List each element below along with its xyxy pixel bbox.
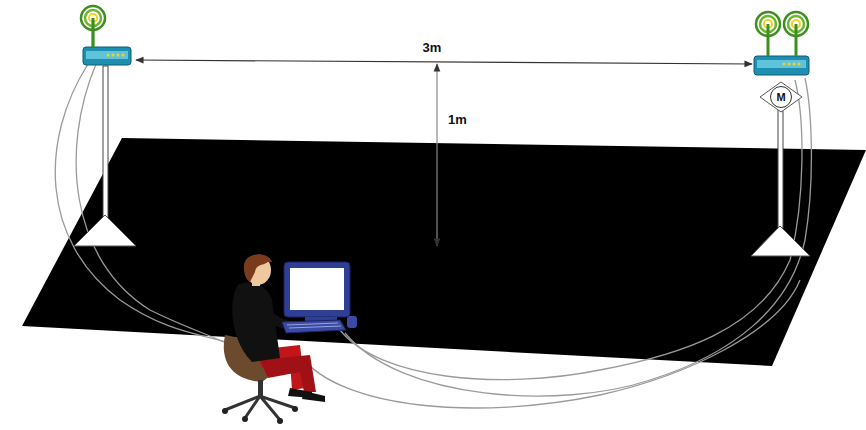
floor: [22, 138, 866, 366]
dimension-label: 1m: [446, 112, 469, 127]
left-tripod-stand: [74, 66, 136, 246]
person-at-computer: [222, 254, 357, 424]
right-tripod-stand: [751, 82, 810, 256]
right-router: [754, 12, 809, 75]
motor-letter: M: [776, 92, 785, 103]
dimension-label: 3m: [421, 40, 444, 55]
dimension-3m: [136, 60, 752, 64]
left-router: [81, 6, 131, 65]
motor-mount: [760, 82, 802, 112]
dimension-1m: [436, 64, 437, 246]
cables: [55, 64, 811, 408]
motor-circle: M: [770, 86, 792, 108]
